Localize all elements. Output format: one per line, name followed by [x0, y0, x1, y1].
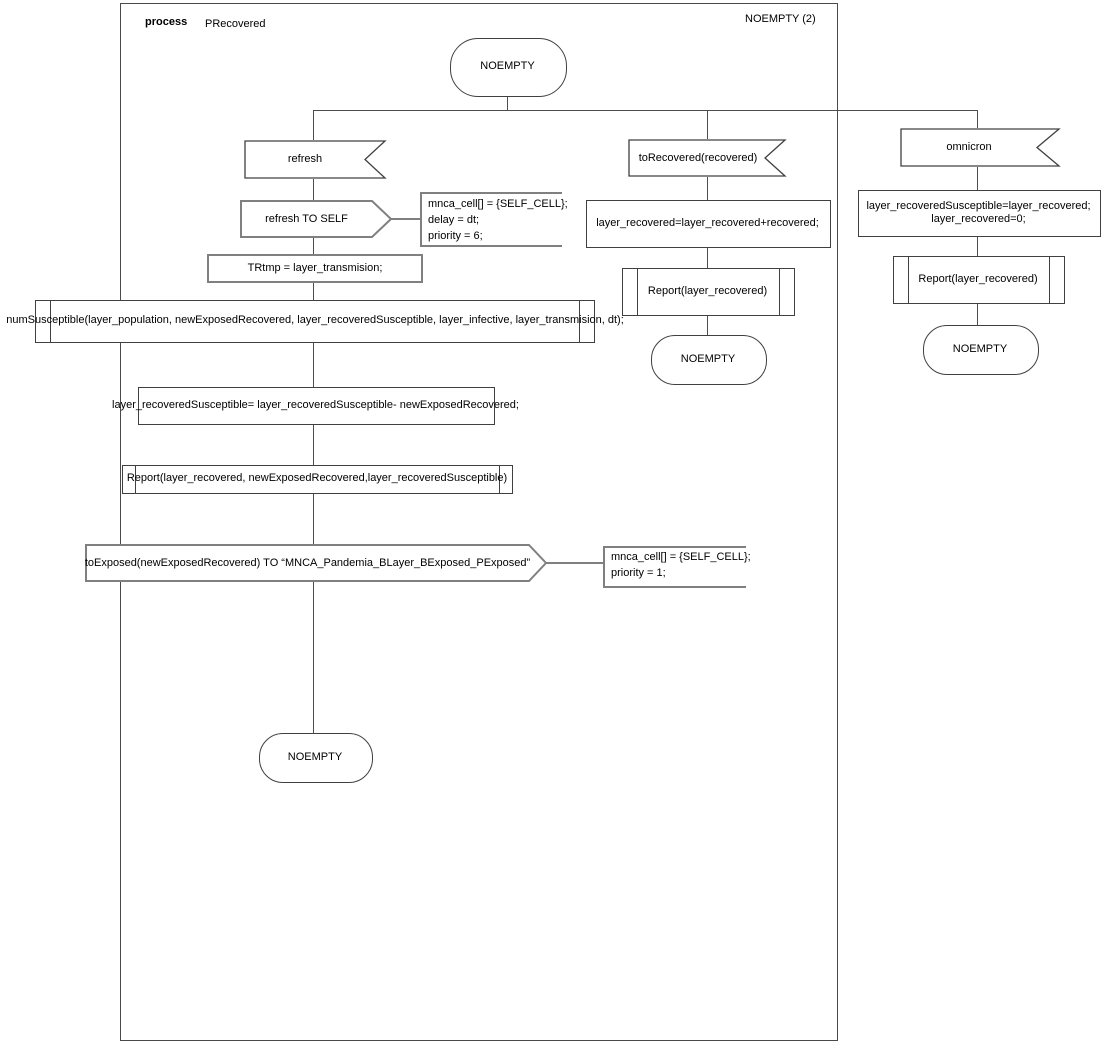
input-omnicron-label: omnicron	[946, 141, 992, 153]
procedure-numsusceptible-label: numSusceptible(layer_population, newExpo…	[6, 314, 624, 326]
task-trtmp	[207, 254, 423, 283]
comment-connector	[546, 562, 603, 564]
flow-line	[977, 167, 978, 190]
comment-refresh-to-self	[420, 192, 562, 247]
process-frame	[120, 3, 838, 1041]
input-refresh-label: refresh	[287, 153, 323, 165]
state-noempty-start-label: NOEMPTY	[480, 60, 535, 72]
output-refresh-to-self-shape	[240, 200, 393, 238]
comment-line: delay = dt;	[428, 214, 480, 226]
output-refresh-to-self-label: refresh TO SELF	[265, 212, 348, 225]
flow-line	[707, 314, 708, 335]
procedure-report-omnicron-label: Report(layer_recovered)	[918, 272, 1038, 285]
output-toexposed-label: toExposed(newExposedRecovered) TO “MNCA_…	[84, 556, 531, 569]
procedure-report-recovered-label: Report(layer_recovered)	[647, 284, 768, 297]
procedure-side-bar	[50, 301, 51, 342]
input-omnicron-shape	[900, 128, 1061, 167]
comment-line: priority = 6;	[428, 230, 483, 242]
flow-line	[313, 179, 314, 200]
comment-line: mnca_cell[] = {SELF_CELL};	[428, 198, 568, 210]
procedure-side-bar	[499, 466, 500, 493]
state-noempty-omnicron-end-label: NOEMPTY	[952, 342, 1008, 355]
flow-line	[313, 582, 314, 733]
output-toexposed-shape	[85, 544, 548, 582]
comment-connector	[391, 218, 420, 220]
procedure-side-bar	[908, 257, 909, 303]
state-noempty-recovered-end-label: NOEMPTY	[680, 352, 736, 365]
procedure-side-bar	[135, 466, 136, 493]
task-layer-recovered-sum	[586, 200, 831, 248]
flow-line	[977, 110, 978, 128]
task-recovered-susceptible-update-label: layer_recoveredSusceptible= layer_recove…	[112, 398, 519, 411]
task-trtmp-label: TRtmp = layer_transmision;	[247, 262, 383, 274]
procedure-report-recovered	[622, 268, 795, 316]
procedure-report-refresh-label: Report(layer_recovered, newExposedRecove…	[126, 472, 508, 484]
comment-line: priority = 1;	[611, 567, 666, 579]
flow-line	[507, 95, 508, 110]
state-noempty-start	[450, 38, 567, 97]
flow-line	[977, 235, 978, 256]
state-noempty-omnicron-end	[923, 325, 1039, 375]
task-omnicron-reset-label: layer_recoveredSusceptible=layer_recover…	[858, 190, 1099, 235]
task-omnicron-reset	[858, 190, 1101, 237]
input-torecovered-label: toRecovered(recovered)	[638, 151, 758, 164]
flow-line	[313, 341, 314, 387]
procedure-side-bar	[1049, 257, 1050, 303]
task-layer-recovered-sum-label: layer_recovered=layer_recovered+recovere…	[596, 216, 819, 229]
task-line: layer_recovered=0;	[931, 212, 1026, 225]
flow-line	[313, 110, 314, 140]
state-noempty-refresh-end	[259, 733, 373, 783]
process-name: PRecovered	[205, 18, 266, 30]
state-noempty-refresh-end-label: NOEMPTY	[287, 750, 343, 763]
procedure-side-bar	[579, 301, 580, 342]
procedure-report-omnicron	[893, 256, 1065, 304]
procedure-side-bar	[779, 269, 780, 315]
flow-line	[977, 302, 978, 325]
flow-line	[313, 423, 314, 465]
comment-refresh-to-self-text: mnca_cell[] = {SELF_CELL}; delay = dt; p…	[428, 196, 568, 244]
page-label: NOEMPTY (2)	[745, 13, 816, 25]
flow-line	[707, 110, 708, 139]
flow-line	[707, 246, 708, 268]
procedure-report-refresh	[122, 465, 513, 494]
state-noempty-recovered-end	[651, 335, 767, 385]
flow-line	[313, 283, 314, 300]
task-recovered-susceptible-update	[138, 387, 495, 425]
comment-toexposed	[603, 546, 746, 588]
input-refresh-shape	[244, 140, 387, 179]
input-torecovered-shape	[628, 139, 787, 177]
flow-line-branch	[313, 110, 978, 111]
comment-line: mnca_cell[] = {SELF_CELL};	[611, 551, 751, 563]
flow-line	[313, 238, 314, 254]
flow-line	[707, 177, 708, 200]
task-line: layer_recoveredSusceptible=layer_recover…	[866, 199, 1091, 212]
comment-toexposed-text: mnca_cell[] = {SELF_CELL}; priority = 1;	[611, 549, 751, 581]
procedure-numsusceptible	[35, 300, 595, 343]
process-keyword: process	[145, 16, 188, 28]
flow-line	[313, 492, 314, 544]
procedure-side-bar	[637, 269, 638, 315]
